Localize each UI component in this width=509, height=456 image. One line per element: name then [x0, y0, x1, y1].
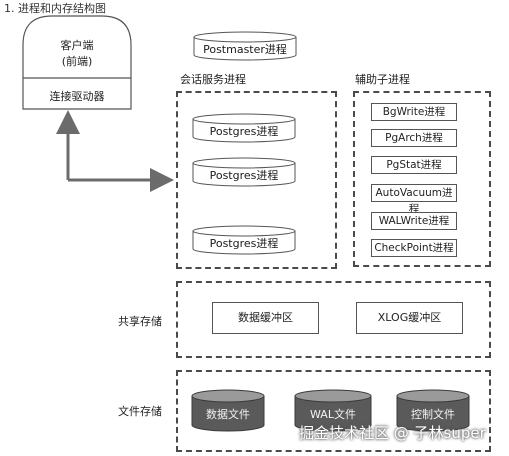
bgwrite-process: BgWrite进程	[371, 103, 457, 121]
control-file: 控制文件	[396, 389, 470, 433]
data-file-label: 数据文件	[206, 408, 250, 421]
helper-group	[353, 91, 491, 267]
wal-file-label: WAL文件	[310, 408, 356, 421]
shared-storage-group	[176, 281, 491, 358]
watermark: 掘金技术社区 @ 子林super	[299, 424, 486, 442]
wal-file: WAL文件	[294, 389, 372, 433]
diagram-heading: 1. 进程和内存结构图	[4, 2, 106, 15]
walwrite-process: WALWrite进程	[371, 212, 457, 230]
control-file-label: 控制文件	[411, 408, 455, 421]
postgres-process-2-label: Postgres进程	[209, 169, 279, 182]
postmaster-process: Postmaster进程	[193, 31, 297, 61]
postgres-process-2: Postgres进程	[192, 157, 296, 187]
session-group-label: 会话服务进程	[180, 73, 246, 86]
shared-storage-label: 共享存储	[118, 315, 162, 328]
postmaster-label: Postmaster进程	[203, 43, 287, 56]
client-title-line2: (前端)	[61, 55, 93, 68]
postgres-process-3-label: Postgres进程	[209, 237, 279, 250]
pgarch-process: PgArch进程	[371, 129, 457, 147]
pgstat-process: PgStat进程	[371, 156, 457, 174]
postgres-process-1-label: Postgres进程	[209, 125, 279, 138]
session-group	[176, 91, 337, 269]
connection-driver-label: 连接驱动器	[49, 90, 105, 103]
file-storage-label: 文件存储	[118, 405, 162, 418]
client-title-line1: 客户端	[60, 39, 94, 52]
client-shape	[22, 15, 132, 110]
autovacuum-process: AutoVacuum进程	[371, 184, 457, 215]
checkpoint-process: CheckPoint进程	[371, 239, 457, 257]
postgres-process-1: Postgres进程	[192, 113, 296, 143]
postgres-process-3: Postgres进程	[192, 225, 296, 255]
client-node: 客户端 (前端) 连接驱动器	[22, 15, 132, 110]
helper-group-label: 辅助子进程	[355, 73, 410, 86]
client-title: 客户端 (前端)	[22, 38, 132, 70]
data-buffer: 数据缓冲区	[212, 302, 319, 334]
xlog-buffer: XLOG缓冲区	[356, 302, 463, 334]
file-storage-group	[176, 370, 491, 452]
data-file: 数据文件	[191, 389, 265, 433]
